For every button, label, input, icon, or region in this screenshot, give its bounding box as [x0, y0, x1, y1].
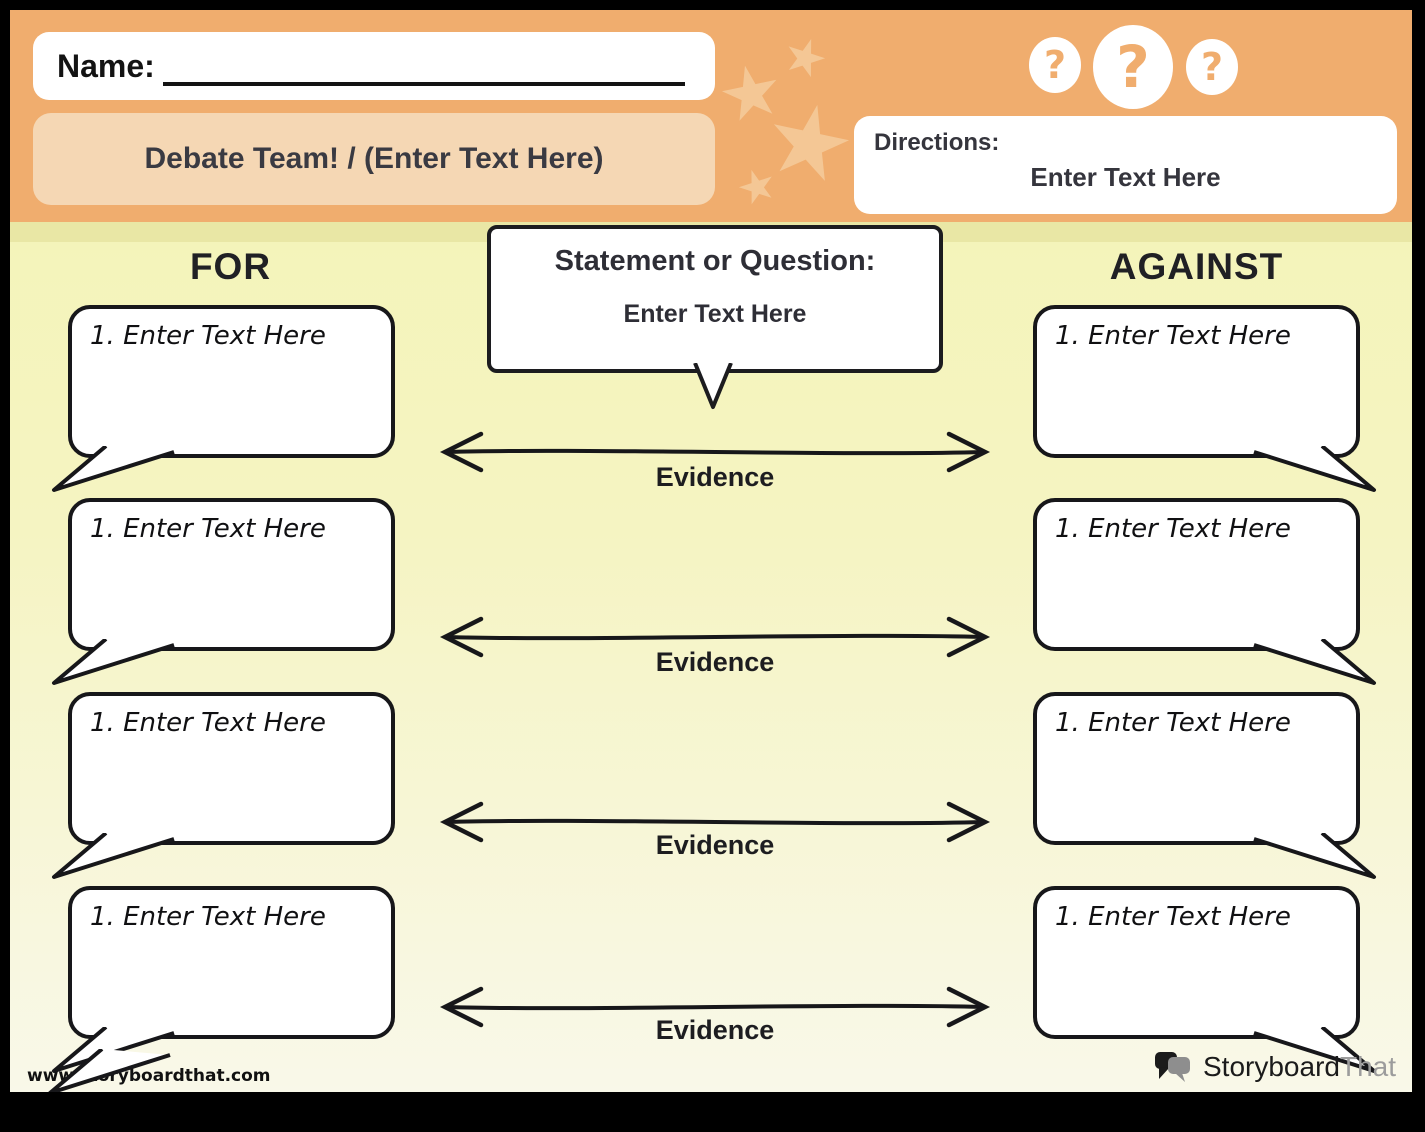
speech-tail [52, 1027, 175, 1073]
brand-that: That [1339, 1051, 1396, 1082]
evidence-label-4: Evidence [655, 1015, 775, 1045]
worksheet-title: Debate Team! / (Enter Text Here) [33, 113, 715, 205]
directions-box[interactable]: Directions: Enter Text Here [854, 116, 1397, 214]
speech-tail [1253, 833, 1376, 879]
evidence-label-2: Evidence [655, 647, 775, 677]
against-bubble-4[interactable]: 1. Enter Text Here [1033, 886, 1376, 1073]
against-bubble-2[interactable]: 1. Enter Text Here [1033, 498, 1376, 685]
for-column-heading: FOR [189, 246, 272, 287]
speech-tail [52, 446, 175, 492]
for-bubble-4[interactable]: 1. Enter Text Here [52, 886, 395, 1073]
name-fill-in-line[interactable] [162, 82, 685, 86]
statement-label: Statement or Question: [554, 245, 876, 277]
evidence-arrow-icon [439, 801, 991, 843]
against-bubble-1[interactable]: 1. Enter Text Here [1033, 305, 1376, 492]
evidence-arrow-icon [439, 431, 991, 473]
statement-text[interactable]: Enter Text Here [623, 300, 807, 328]
name-field-box: Name: [33, 32, 715, 100]
speech-tail [52, 833, 175, 879]
name-label: Name: [57, 47, 155, 84]
speech-tail [693, 363, 733, 409]
debate-worksheet-page: Name: Debate Team! / (Enter Text Here) ?… [10, 10, 1412, 1092]
question-mark-icon[interactable]: ? [1029, 37, 1081, 93]
for-bubble-3[interactable]: 1. Enter Text Here [52, 692, 395, 879]
speech-tail [52, 639, 175, 685]
question-mark-icon[interactable]: ? [1186, 39, 1238, 95]
against-column-heading: AGAINST [1109, 246, 1284, 287]
brand-storyboard: Storyboard [1203, 1051, 1340, 1082]
evidence-arrow-icon [439, 986, 991, 1028]
speech-tail [48, 1049, 171, 1092]
for-bubble-2[interactable]: 1. Enter Text Here [52, 498, 395, 685]
against-bubble-3[interactable]: 1. Enter Text Here [1033, 692, 1376, 879]
speech-tail [1253, 639, 1376, 685]
speech-tail [1253, 1027, 1376, 1073]
directions-text[interactable]: Enter Text Here [1030, 162, 1221, 192]
storyboardthat-logo[interactable]: StoryboardThat [1154, 1050, 1396, 1084]
speech-tail [1253, 446, 1376, 492]
evidence-label-3: Evidence [655, 830, 775, 860]
directions-label: Directions: [874, 129, 1000, 156]
statement-box[interactable]: Statement or Question: Enter Text Here [487, 225, 943, 409]
question-mark-icon[interactable]: ? [1093, 25, 1173, 109]
brand-text: StoryboardThat [1203, 1051, 1396, 1083]
for-bubble-1[interactable]: 1. Enter Text Here [52, 305, 395, 492]
evidence-arrow-icon [439, 616, 991, 658]
chat-bubbles-icon [1155, 1052, 1190, 1082]
evidence-label-1: Evidence [655, 462, 775, 492]
